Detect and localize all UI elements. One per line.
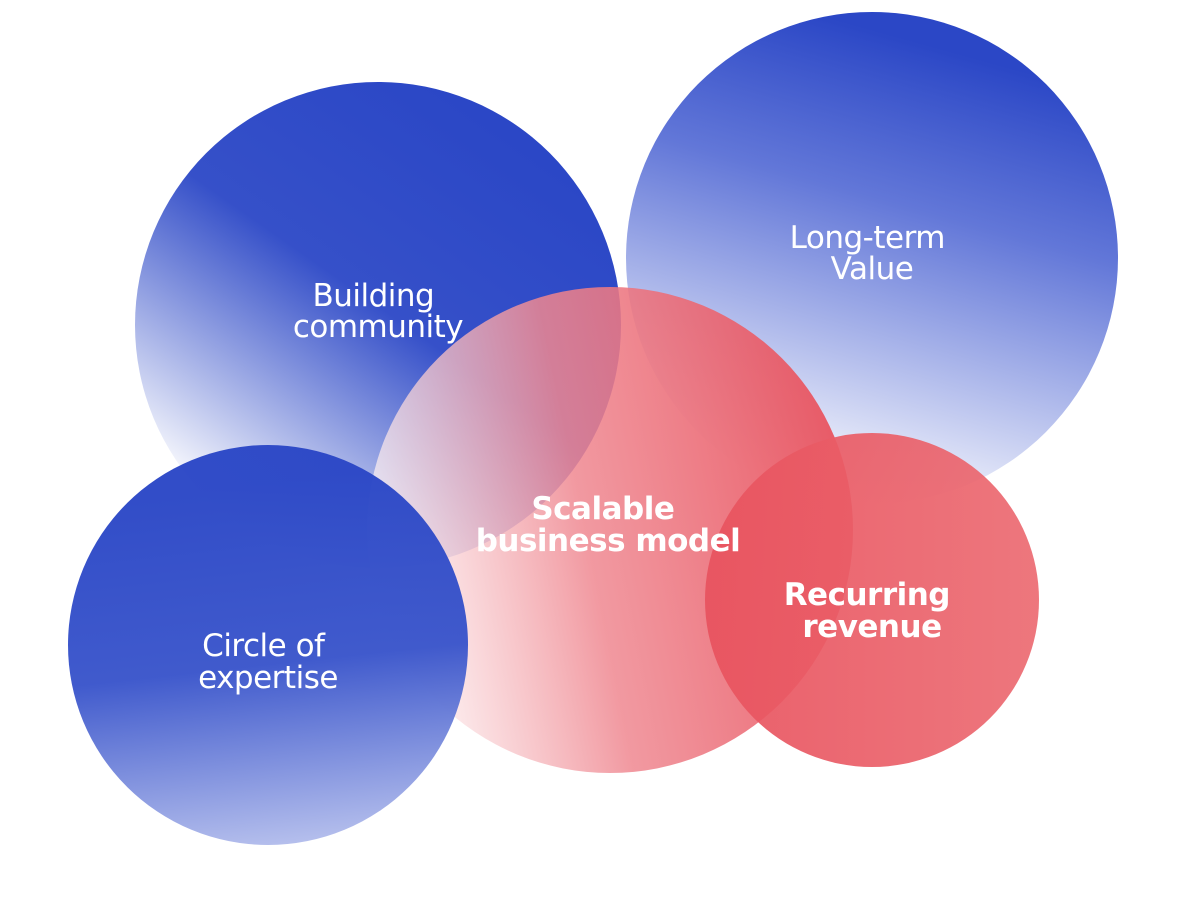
label-recurring-revenue: Recurring revenue bbox=[784, 577, 961, 645]
bubble-circle-of-expertise bbox=[68, 445, 468, 845]
bubble-recurring-revenue bbox=[705, 433, 1039, 767]
label-scalable-business-model: Scalable business model bbox=[476, 491, 741, 559]
label-building-community: Building community bbox=[293, 278, 463, 345]
label-circle-of-expertise: Circle of expertise bbox=[198, 628, 338, 696]
label-long-term-value: Long-term Value bbox=[790, 220, 955, 287]
